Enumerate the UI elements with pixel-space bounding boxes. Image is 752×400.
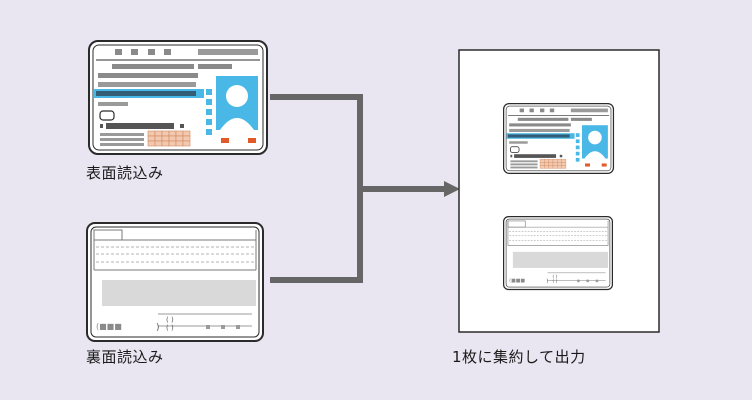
back-label: 裏面読込み xyxy=(86,348,164,366)
merge-arrow xyxy=(270,94,446,283)
front-card xyxy=(88,40,268,155)
front-label: 表面読込み xyxy=(86,164,164,182)
arrow-head xyxy=(444,181,460,197)
back-card xyxy=(86,222,264,342)
output-back-card xyxy=(503,215,614,291)
output-label: 1枚に集約して出力 xyxy=(452,348,586,366)
output-front-card xyxy=(503,102,615,174)
output-sheet xyxy=(458,49,660,333)
